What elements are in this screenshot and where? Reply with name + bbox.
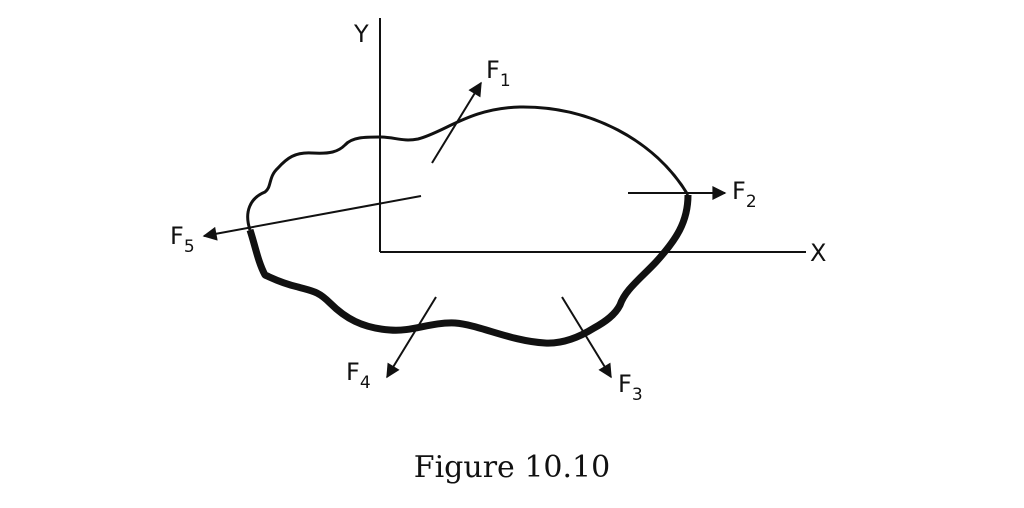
force-f1-arrow bbox=[431, 81, 482, 164]
force-f1-label: F1 bbox=[486, 56, 511, 91]
y-axis-label: Y bbox=[353, 20, 369, 48]
force-f4-arrow bbox=[386, 296, 437, 379]
force-f5-arrow bbox=[202, 195, 422, 241]
body-outline-lower bbox=[246, 194, 692, 347]
force-f3-label: F3 bbox=[618, 370, 643, 405]
force-f5-label: F5 bbox=[170, 222, 195, 257]
body-outline-upper bbox=[246, 105, 690, 231]
force-f2-label: F2 bbox=[732, 177, 757, 212]
force-f4-label: F4 bbox=[346, 358, 371, 393]
figure-caption: Figure 10.10 bbox=[413, 450, 611, 485]
force-f3-arrow bbox=[561, 296, 612, 379]
x-axis-label: X bbox=[810, 239, 826, 267]
